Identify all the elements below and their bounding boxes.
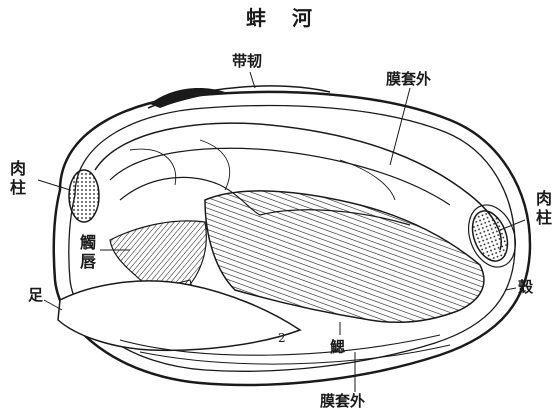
label-adductor-left: 肉柱 [8, 160, 24, 198]
label-mark-2: 2 [278, 332, 286, 344]
label-palp: 觸唇 [78, 234, 94, 272]
label-gill: 鰓 [330, 340, 345, 355]
label-shell: 殼 [518, 280, 533, 295]
label-adductor-right: 肉柱 [534, 190, 550, 228]
label-foot: 足 [28, 288, 43, 303]
label-mantle-bottom: 膜套外 [320, 394, 365, 409]
leader-hinge [250, 72, 255, 88]
adductor-muscle-left [69, 170, 99, 222]
mantle-wrinkle-1 [130, 149, 176, 185]
adductor-muscle-right [466, 206, 514, 266]
label-hinge: 带韧 [232, 54, 262, 69]
label-mantle-top: 膜套外 [386, 72, 431, 87]
figure-title: 蚌河 [246, 8, 338, 28]
leader-adductor-left [38, 180, 70, 190]
leader-mantle-top [390, 88, 410, 165]
mantle-wrinkle-3 [340, 160, 395, 200]
